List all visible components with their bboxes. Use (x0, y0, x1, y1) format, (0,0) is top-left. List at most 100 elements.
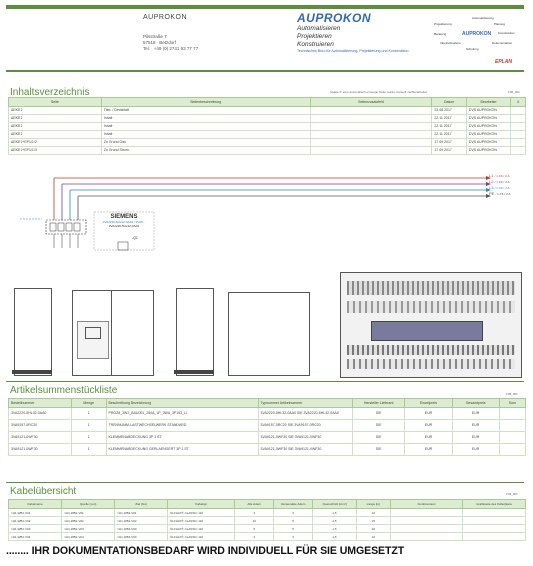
parts-cell: 1 (70, 419, 107, 432)
brand-tagline-sub: Technisches Büro für Automatisierung, Pr… (297, 49, 409, 53)
cables-page-ref: F03_001 (506, 492, 518, 496)
cables-cell: =H1-WB1-V02 (61, 516, 116, 525)
company-name: AUPROKON (143, 14, 188, 21)
phase-pe-name: PE (489, 191, 495, 196)
parts-col-header: Gesamtpreis (451, 398, 500, 408)
cables-title: Kabelübersicht (10, 486, 77, 497)
toc-cell (309, 106, 433, 115)
address-tel: +49 (0) 2741 93 77 77 (153, 46, 199, 51)
cables-cell: ÖLFLEX® CLASSIC 110 (167, 532, 236, 541)
cabinet-back-view (228, 292, 310, 376)
device-tag: -Q1 (132, 236, 138, 240)
toc-cell (510, 122, 526, 131)
toc-table: Seite Seitenbeschreibung Seitenzusatzfel… (8, 97, 526, 155)
parts-cell (498, 443, 527, 456)
cabinet-front-view (72, 290, 154, 376)
cables-cell: ÖLFLEX® CLASSIC 110 (167, 508, 236, 517)
siemens-device-id: 3VA2220-5HL32-0AA0 (108, 224, 140, 228)
cables-cell (462, 516, 526, 525)
services-label-2: Projektierung (434, 22, 452, 26)
services-label-1: Automatisierung (472, 16, 494, 20)
toc-col-header: Seitenbeschreibung (100, 97, 311, 107)
cables-cell (389, 532, 464, 541)
services-label-5: Dokumentation (492, 41, 513, 45)
toc-page-ref: F06_001 (508, 90, 520, 94)
cables-cell: ÖLFLEX® CLASSIC 110 (167, 524, 236, 533)
header-top-bar (6, 5, 524, 9)
cabinet-side-view (14, 288, 52, 376)
toc-cell: &EKE1 (8, 122, 102, 131)
toc-cell: Inhalt (100, 130, 311, 139)
services-diagram: AUPROKON Automatisierung Projektierung P… (432, 12, 524, 58)
cables-cell: 3 (273, 532, 314, 541)
parts-cell: EUR (404, 443, 453, 456)
cables-cell: 1,5 (312, 524, 357, 533)
services-label-3: Planung (494, 22, 506, 26)
cabinet-front-meter (85, 327, 101, 339)
parts-cell: EUR (404, 431, 453, 444)
phase-l3-note: / 1.C6 / 3.A (494, 186, 510, 190)
circuit-schematic (20, 176, 491, 251)
address-street: Pilsstraße 7 (143, 34, 167, 39)
parts-cell: EUR (451, 419, 500, 432)
cables-cell (389, 524, 464, 533)
cables-col-header: Ziel (bis) (114, 499, 169, 509)
toc-cell: Inhalt (100, 122, 311, 131)
cables-cell: =H1-WB1-V01 (114, 508, 169, 517)
parts-cell: EUR (404, 419, 453, 432)
parts-cell: PROZ8_3W2_BAU001_250A_1P_3WA_3P153_LI (105, 407, 259, 420)
toc-cell: Zu Grund Strom (100, 146, 311, 155)
cables-col-header: Grafikseite des Kabelplans (462, 499, 526, 509)
toc-cell (510, 138, 526, 147)
toc-col-header: Datum (431, 97, 467, 107)
services-label-6: Beratung (434, 32, 447, 36)
parts-cell: 3VA9121-0WF30 SIE.3VA9121-0WF30 (257, 443, 353, 456)
parts-cell: 3VA9121-0WF30 SIE.3VA9121-0WF30 (257, 431, 353, 444)
footer-slogan: ........ IHR DOKUMENTATIONSBEDARF WIRD I… (6, 545, 405, 557)
cables-cell: 15 (355, 516, 391, 525)
cables-cell: 20 (355, 524, 391, 533)
cables-cell: 1,5 (312, 508, 357, 517)
interior-rail-1 (347, 281, 515, 295)
phase-labels: L1 / 1.C6 / 3.A L2 / 1.C6 / 3.A L3 / 1.C… (489, 173, 510, 197)
toc-col-header: Bearbeiter (465, 97, 512, 107)
brand-logo-name: AUPROKON (297, 11, 372, 25)
cables-col-header: Quelle (von) (61, 499, 116, 509)
toc-cell (309, 138, 433, 147)
toc-cell: 17.09.2017 (431, 138, 467, 147)
phase-label-pe: PE / 1.C6 / 3.A (489, 191, 510, 197)
parts-table-wrap: Bestellnummer Menge Beschreibung Bezeich… (8, 398, 527, 456)
address-city-code: 57518 (143, 40, 156, 45)
address-tel-line: Tel. +49 (0) 2741 93 77 77 (143, 46, 198, 52)
cables-col-header: Verwendete Adern (273, 499, 314, 509)
toc-cell: DVS AUPROKON (465, 122, 512, 131)
address-tel-label: Tel. (143, 46, 151, 51)
toc-col-header: X (510, 97, 526, 107)
services-label-7: Inbetriebnahme (440, 41, 461, 45)
parts-cell: 1 (70, 407, 107, 420)
toc-cell: Zu Grund Gas (100, 138, 311, 147)
services-label-4: Konstruktion (498, 31, 515, 35)
cabinet-side-view-2 (176, 288, 214, 376)
breaker-box (45, 219, 87, 235)
parts-cell: 3VA9157-0RC20 (8, 419, 72, 432)
cables-cell (462, 532, 526, 541)
parts-cell: 3VA2220-5HL32-0AA0 (8, 407, 72, 420)
cables-cell (462, 508, 526, 517)
cables-cell: 5 (234, 524, 275, 533)
eplan-logo: EPLAN (495, 59, 512, 65)
toc-cell: 17.09.2017 (431, 146, 467, 155)
cables-table: Kabelname Quelle (von) Ziel (bis) Kabelt… (7, 499, 526, 541)
brand-tagline-1: Automatisieren (297, 25, 341, 32)
parts-cell: SIE (351, 419, 406, 432)
cables-col-header: Funktionstext (389, 499, 464, 509)
parts-cell: SIE (351, 443, 406, 456)
parts-page-ref: F05_001 (506, 392, 518, 396)
parts-cell (498, 431, 527, 444)
toc-cell: DVS AUPROKON (465, 130, 512, 139)
